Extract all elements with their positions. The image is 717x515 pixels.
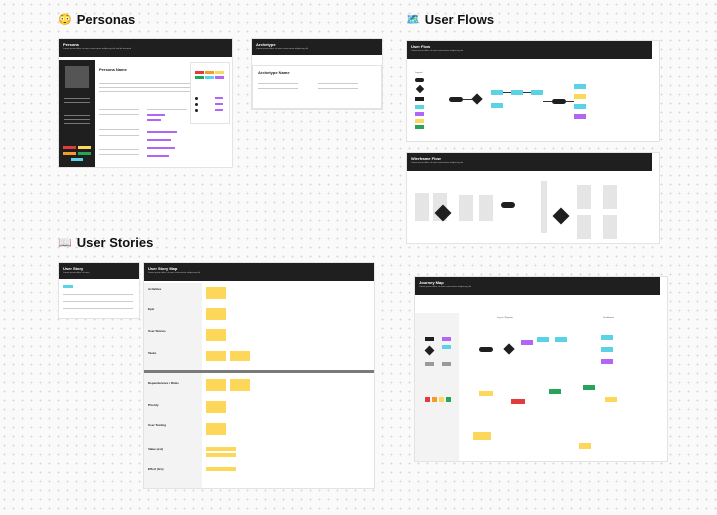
journey-map-header-label: Journey Map — [419, 280, 444, 285]
user-stories-title: User Stories — [76, 235, 154, 250]
user-stories-section-title: 📖 User Stories — [58, 235, 153, 250]
persona-sidebar — [59, 60, 95, 167]
row-label-priority: Priority — [148, 403, 159, 407]
legend-label: Legend — [415, 72, 423, 74]
map-emoji-icon: 🗺️ — [406, 14, 420, 26]
row-label-dependencies: Dependencies / Risks — [148, 381, 179, 385]
persona-name: Persona Name — [99, 67, 127, 72]
archetype-frame[interactable]: Archetype Lorem ipsum dolor sit amet con… — [251, 38, 383, 110]
wireframe-flow-header-label: Wireframe Flow — [411, 156, 441, 161]
persona-header: Persona Lorem ipsum dolor sit amet conse… — [59, 39, 232, 57]
persona-photo-placeholder — [65, 66, 89, 88]
book-emoji-icon: 📖 — [58, 237, 72, 249]
journey-stage-2: Dashboard — [603, 317, 614, 319]
row-label-epic: Epic — [148, 307, 155, 311]
user-flow-frame[interactable]: User Flow Lorem ipsum dolor sit amet con… — [406, 40, 660, 142]
journey-map-header: Journey Map Lorem ipsum dolor sit amet c… — [415, 277, 660, 295]
archetype-card: Archetype Name — [252, 65, 382, 109]
story-map-row-labels — [144, 283, 202, 488]
user-story-header: User Story Lorem ipsum dolor sit amet — [59, 263, 139, 279]
persona-tags-card[interactable] — [190, 62, 230, 124]
journey-stage-1: Log in / Register — [497, 317, 513, 319]
journey-sidebar — [415, 313, 459, 461]
row-label-user-stories: User Stories — [148, 329, 166, 333]
archetype-header-label: Archetype — [256, 42, 276, 47]
persona-header-label: Persona — [63, 42, 79, 47]
row-label-tasks: Tasks — [148, 351, 157, 355]
face-emoji-icon: 😳 — [58, 14, 72, 26]
wireframe-flow-header: Wireframe Flow Lorem ipsum dolor sit ame… — [407, 153, 652, 171]
row-label-activities: Activities — [148, 287, 162, 291]
row-label-effort: Effort (hrs) — [148, 467, 164, 471]
user-flow-header: User Flow Lorem ipsum dolor sit amet con… — [407, 41, 652, 59]
user-flows-title: User Flows — [424, 12, 495, 27]
personas-section-title: 😳 Personas — [58, 12, 135, 27]
user-flow-header-label: User Flow — [411, 44, 431, 49]
user-story-map-header-label: User Story Map — [148, 266, 178, 271]
archetype-header: Archetype Lorem ipsum dolor sit amet con… — [252, 39, 382, 55]
row-label-value: Value (est) — [148, 447, 164, 451]
row-label-user-testing: User Testing — [148, 423, 166, 427]
personas-title: Personas — [76, 12, 136, 27]
archetype-name: Archetype Name — [258, 70, 290, 75]
user-flows-section-title: 🗺️ User Flows — [406, 12, 494, 27]
user-story-header-label: User Story — [63, 266, 84, 271]
wireframe-flow-frame[interactable]: Wireframe Flow Lorem ipsum dolor sit ame… — [406, 152, 660, 244]
user-story-frame[interactable]: User Story Lorem ipsum dolor sit amet — [58, 262, 140, 319]
user-story-map-frame[interactable]: User Story Map Lorem ipsum dolor sit ame… — [143, 262, 375, 489]
user-story-map-header: User Story Map Lorem ipsum dolor sit ame… — [144, 263, 374, 281]
journey-map-frame[interactable]: Journey Map Lorem ipsum dolor sit amet c… — [414, 276, 668, 462]
